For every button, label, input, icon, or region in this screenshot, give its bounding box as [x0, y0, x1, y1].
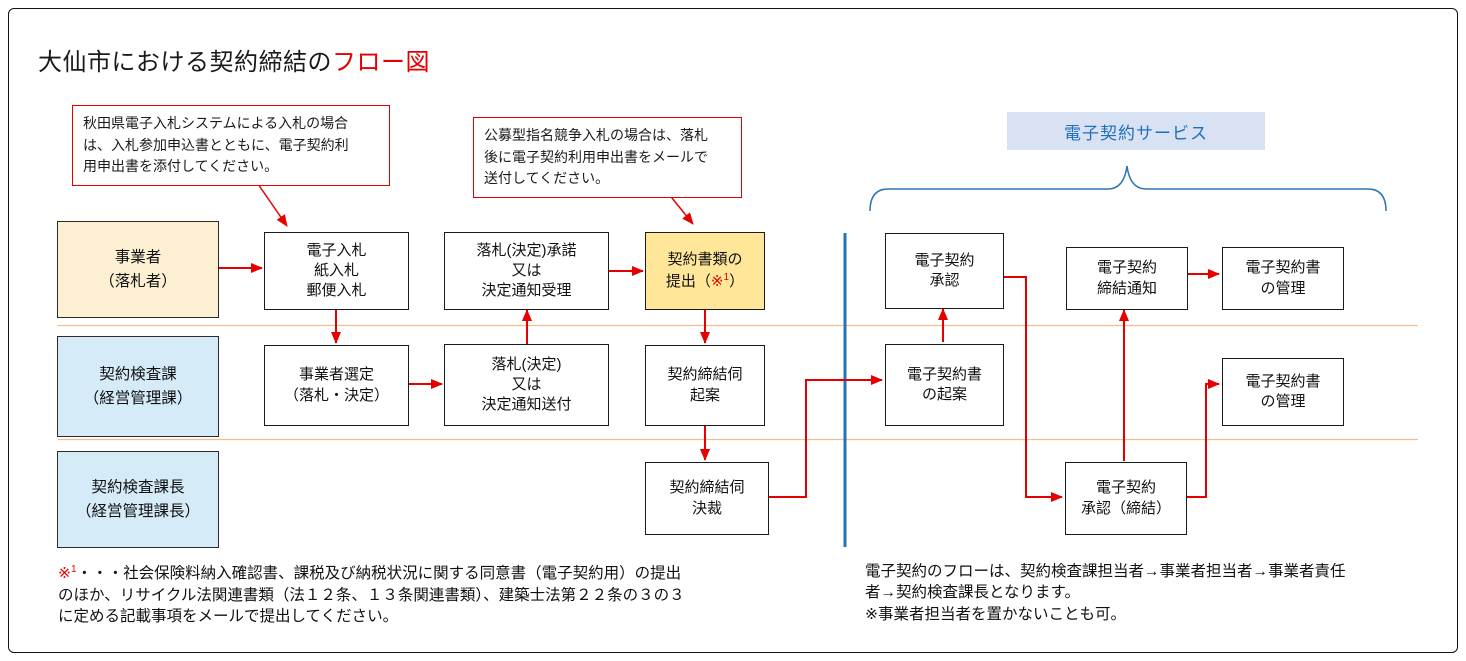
lane-label-line: （経営管理課長） — [75, 502, 200, 520]
note-line: ※1・・・社会保険料納入確認書、課税及び納税状況に関する同意書（電子契約用）の提… — [58, 563, 685, 585]
title-text: 大仙市における契約締結の — [38, 49, 332, 76]
box-line: 落札(決定) — [491, 355, 562, 373]
box-bid-methods: 電子入札 紙入札 郵便入札 — [264, 232, 409, 310]
page-title: 大仙市における契約締結のフロー図 — [38, 42, 430, 77]
box-line: 締結通知 — [1096, 279, 1157, 297]
note-line: 者→契約検査課長となります。 — [865, 584, 1080, 602]
box-line: 電子入札 — [306, 241, 367, 259]
callout-line: 送付してください。 — [484, 170, 610, 187]
service-label-text: 電子契約サービス — [1064, 123, 1208, 143]
callout-line: 秋田県電子入札システムによる入札の場合 — [83, 115, 349, 131]
box-line: 郵便入札 — [306, 282, 367, 300]
box-econtract-approval: 電子契約 承認 — [885, 233, 1004, 309]
box-contract-proposal-draft: 契約締結伺 起案 — [645, 345, 765, 426]
lane-label-contractor: 事業者 （落札者） — [57, 221, 219, 318]
box-document-submission: 契約書類の 提出（※1） — [645, 232, 765, 310]
box-line: の管理 — [1260, 279, 1306, 297]
note-line: に定める記載事項をメールで提出してください。 — [58, 607, 399, 625]
box-award-acceptance: 落札(決定)承諾 又は 決定通知受理 — [444, 232, 609, 310]
box-award-notification: 落札(決定) 又は 決定通知送付 — [444, 344, 609, 426]
box-line: 事業者選定 — [298, 366, 374, 384]
box-line: 決裁 — [691, 499, 722, 517]
note-line: のほか、リサイクル法関連書類（法１２条、１３条関連書類）、建築士法第２２条の３の… — [58, 586, 685, 604]
title-highlight: フロー図 — [332, 49, 430, 76]
box-line: 契約書類の — [667, 251, 743, 269]
box-line: 又は — [511, 261, 542, 279]
box-line: 承認（締結） — [1080, 499, 1171, 517]
service-label: 電子契約サービス — [1007, 112, 1265, 150]
box-line: 電子契約 — [1095, 479, 1156, 497]
box-line: 電子契約書 — [906, 365, 982, 383]
callout-akita-system: 秋田県電子入札システムによる入札の場合 は、入札参加申込書とともに、電子契約利 … — [72, 105, 390, 187]
box-line: の起案 — [921, 386, 967, 403]
box-line: 電子契約 — [914, 251, 975, 269]
box-line: 承認 — [929, 272, 960, 289]
box-contractor-selection: 事業者選定 （落札・決定） — [264, 345, 409, 426]
box-line: 契約締結伺 — [669, 479, 745, 497]
callout-line: 用申出書を添付してください。 — [83, 158, 279, 175]
outer-border — [8, 8, 1458, 653]
box-econtract-management-mid: 電子契約書 の管理 — [1222, 358, 1344, 426]
box-line: 落札(決定)承諾 — [476, 241, 577, 259]
lane-label-line: 事業者 — [114, 249, 162, 267]
box-econtract-conclude-approval: 電子契約 承認（締結） — [1065, 462, 1187, 535]
box-line: 契約締結伺 — [667, 366, 743, 384]
box-econtract-draft: 電子契約書 の起案 — [885, 344, 1004, 426]
box-line: 電子契約書 — [1245, 259, 1321, 277]
callout-line: 公募型指名競争入札の場合は、落札 — [484, 127, 708, 143]
note-text: ・・・社会保険料納入確認書、課税及び納税状況に関する同意書（電子契約用）の提出 — [76, 565, 682, 583]
box-line: 決定通知受理 — [481, 282, 572, 300]
box-econtract-conclusion-notice: 電子契約 締結通知 — [1066, 247, 1188, 310]
box-line: 電子契約 — [1096, 259, 1157, 277]
callout-line: 後に電子契約利用申出書をメールで — [484, 148, 708, 165]
box-line: の管理 — [1260, 393, 1306, 410]
lane-label-line: （落札者） — [99, 272, 177, 290]
box-line: 起案 — [689, 386, 720, 404]
lane-label-division-chief: 契約検査課長 （経営管理課長） — [57, 451, 219, 548]
box-line-part: ） — [729, 272, 745, 290]
box-line: 決定通知送付 — [481, 396, 572, 414]
box-line: 紙入札 — [313, 261, 359, 279]
callout-koubo-bid: 公募型指名競争入札の場合は、落札 後に電子契約利用申出書をメールで 送付してくだ… — [473, 117, 742, 199]
footnote-mark: ※1 — [710, 271, 730, 290]
box-line: 又は — [511, 375, 542, 393]
lane-label-inspection-division: 契約検査課 （経営管理課） — [57, 336, 219, 437]
note-line: ※事業者担当者を置かないことも可。 — [865, 605, 1126, 623]
box-line: （落札・決定） — [283, 386, 389, 404]
box-line-part: 提出（ — [665, 272, 711, 290]
lane-label-line: （経営管理課） — [83, 389, 193, 407]
note-econtract-flow: 電子契約のフローは、契約検査課担当者→事業者担当者→事業者責任 者→契約検査課長… — [865, 561, 1346, 625]
box-line: 提出（※1） — [666, 271, 744, 292]
callout-line: は、入札参加申込書とともに、電子契約利 — [83, 136, 349, 153]
box-contract-proposal-approval: 契約締結伺 決裁 — [645, 462, 769, 535]
footnote-mark: ※1 — [58, 564, 77, 583]
box-line: 電子契約書 — [1245, 372, 1321, 390]
note-line: 電子契約のフローは、契約検査課担当者→事業者担当者→事業者責任 — [865, 563, 1346, 580]
footnote-documents: ※1・・・社会保険料納入確認書、課税及び納税状況に関する同意書（電子契約用）の提… — [58, 563, 685, 627]
lane-label-line: 契約検査課長 — [91, 479, 185, 497]
box-econtract-management-top: 電子契約書 の管理 — [1222, 247, 1344, 310]
lane-label-line: 契約検査課 — [99, 366, 177, 384]
